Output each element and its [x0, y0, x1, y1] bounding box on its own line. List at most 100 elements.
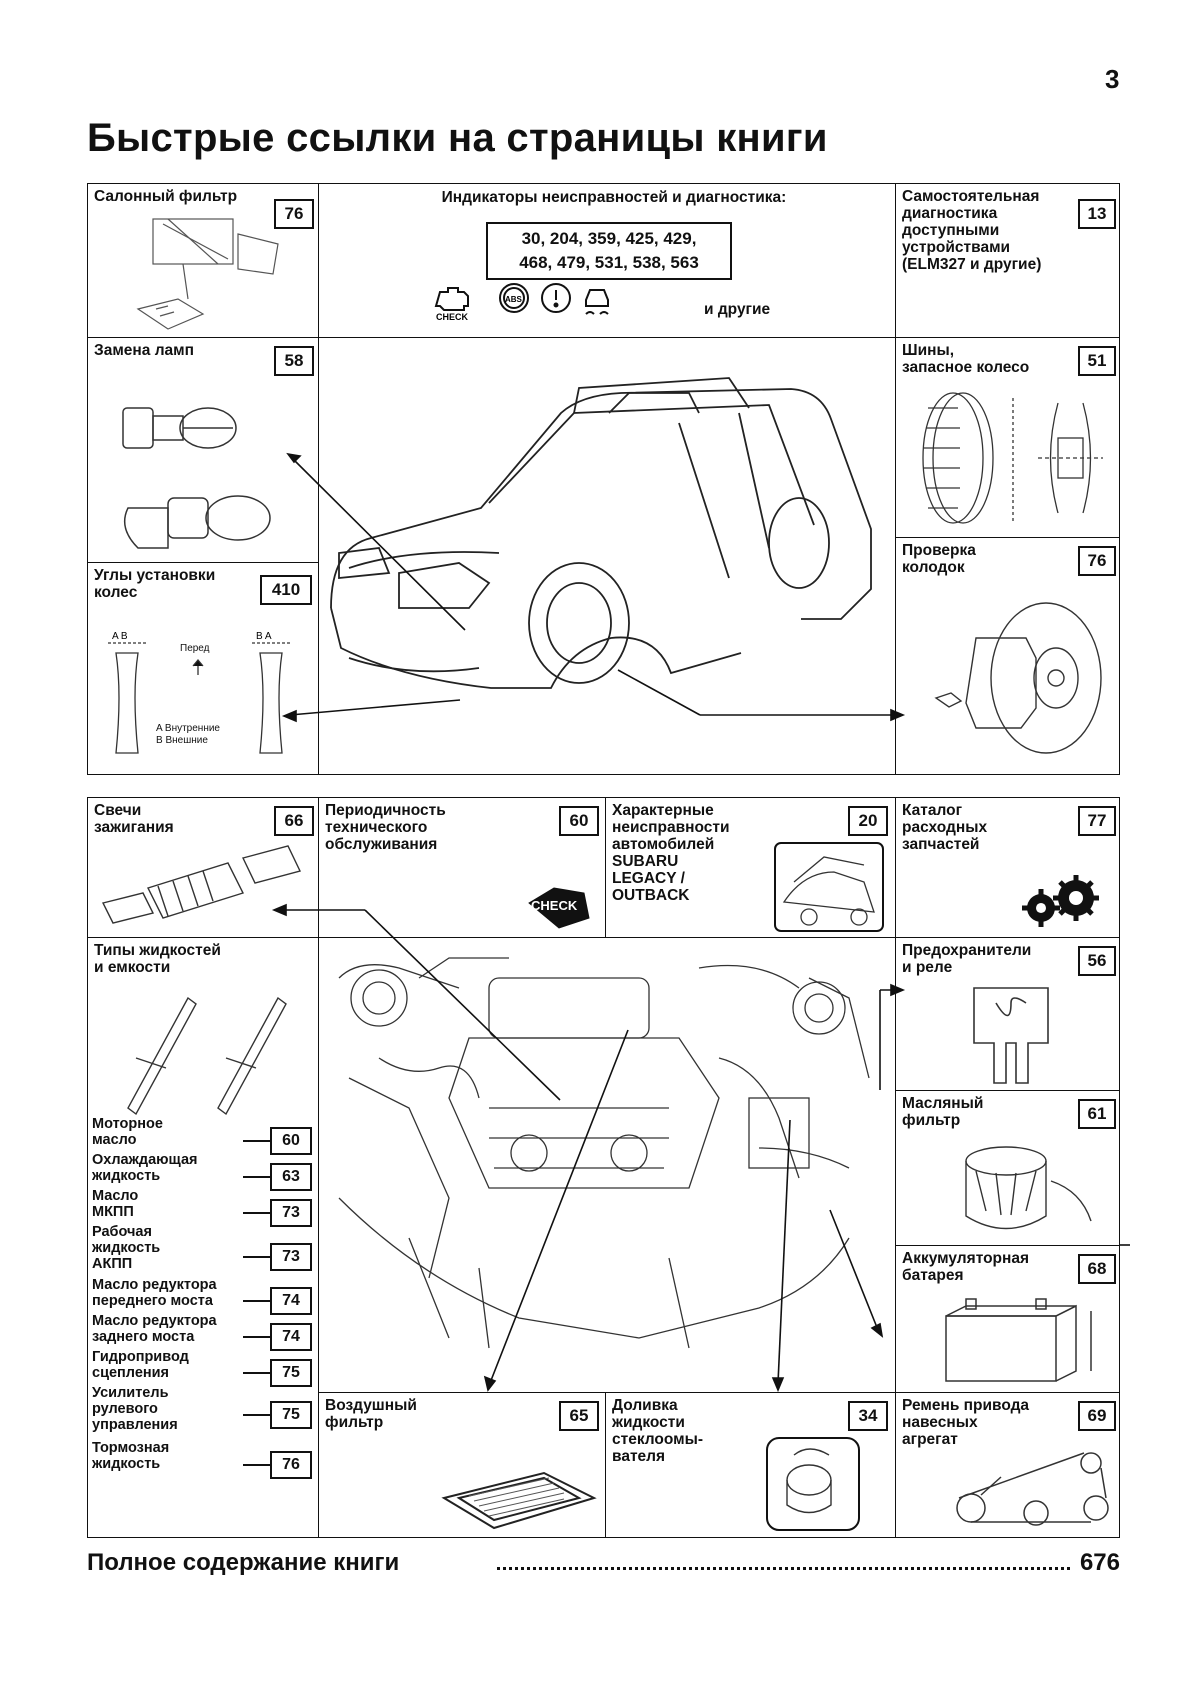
svg-text:CHECK: CHECK: [531, 898, 578, 913]
fluid-page[interactable]: 74: [270, 1323, 312, 1351]
battery-page[interactable]: 68: [1078, 1254, 1116, 1284]
abs-icon: [499, 283, 529, 313]
leader-dash: [243, 1414, 270, 1416]
fluid-page[interactable]: 60: [270, 1127, 312, 1155]
fluid-item: Гидропривод сцепления: [92, 1349, 189, 1381]
fuses-label: Предохранители и реле: [902, 942, 1032, 976]
brake-pads-label: Проверка колодок: [902, 542, 976, 576]
spark-plug-illustration: [101, 845, 301, 924]
fluid-item: Моторное масло: [92, 1116, 163, 1148]
cabin-filter-page[interactable]: 76: [274, 199, 314, 229]
tires-cell[interactable]: Шины, запасное колесо 51: [895, 337, 1120, 538]
fluid-page[interactable]: 73: [270, 1199, 312, 1227]
belt-label: Ремень привода навесных агрегат: [902, 1397, 1030, 1448]
leader-dash: [243, 1336, 270, 1338]
wheel-alignment-label: Углы установки колес: [94, 567, 216, 601]
fluid-page[interactable]: 74: [270, 1287, 312, 1315]
alignment-front-label: Перед: [180, 643, 210, 654]
fluid-item: Масло редуктора переднего моста: [92, 1277, 217, 1309]
fuses-page[interactable]: 56: [1078, 946, 1116, 976]
brake-pads-page[interactable]: 76: [1078, 546, 1116, 576]
fluid-page[interactable]: 63: [270, 1163, 312, 1191]
page-title: Быстрые ссылки на страницы книги: [87, 116, 828, 160]
lamps-page[interactable]: 58: [274, 346, 314, 376]
washer-page[interactable]: 34: [848, 1401, 888, 1431]
indicators-cell[interactable]: Индикаторы неисправностей и диагностика:…: [318, 183, 896, 338]
maintenance-page[interactable]: 60: [559, 806, 599, 836]
leader-dash: [243, 1464, 270, 1466]
fluid-page[interactable]: 76: [270, 1451, 312, 1479]
fuses-cell[interactable]: Предохранители и реле 56: [895, 937, 1120, 1091]
fluid-item: Рабочая жидкость АКПП: [92, 1224, 161, 1272]
air-filter-cell[interactable]: Воздушный фильтр 65: [318, 1392, 606, 1538]
warning-icons: CHECK ABS: [434, 283, 609, 322]
air-filter-label: Воздушный фильтр: [325, 1397, 417, 1431]
parts-catalog-cell[interactable]: Каталог расходных запчастей 77: [895, 797, 1120, 938]
leader-dash: [243, 1372, 270, 1374]
fluid-page[interactable]: 73: [270, 1243, 312, 1271]
dipstick-illustration: [127, 996, 287, 1116]
cabin-filter-cell[interactable]: Салонный фильтр 76: [87, 183, 319, 338]
open-hood-illustration: [774, 842, 884, 932]
page-number: 3: [1105, 64, 1120, 94]
air-filter-illustration: [441, 1471, 597, 1530]
self-diagnostics-page[interactable]: 13: [1078, 199, 1116, 229]
fluid-item: Тормозная жидкость: [92, 1440, 170, 1472]
oil-filter-label: Масляный фильтр: [902, 1095, 984, 1129]
belt-cell[interactable]: Ремень привода навесных агрегат 69: [895, 1392, 1120, 1538]
brake-illustration: [934, 602, 1102, 754]
alignment-diagram: A B B A: [108, 631, 290, 754]
bulb-illustration: [122, 407, 271, 549]
top-leader-lines: [281, 452, 906, 723]
fluids-label: Типы жидкостей и емкости: [94, 942, 221, 976]
engine-bay-illustration: [338, 957, 870, 1349]
parts-catalog-label: Каталог расходных запчастей: [902, 802, 988, 853]
oil-filter-cell[interactable]: Масляный фильтр 61: [895, 1090, 1120, 1246]
indicators-other: и другие: [704, 301, 771, 318]
fluid-page[interactable]: 75: [270, 1401, 312, 1429]
tires-page[interactable]: 51: [1078, 346, 1116, 376]
features-page[interactable]: 20: [848, 806, 888, 836]
spark-plugs-page[interactable]: 66: [274, 806, 314, 836]
spark-plugs-cell[interactable]: Свечи зажигания 66: [87, 797, 319, 938]
battery-label: Аккумуляторная батарея: [902, 1250, 1030, 1284]
tires-label: Шины, запасное колесо: [902, 342, 1030, 376]
washer-cap-illustration: [766, 1437, 860, 1531]
check-icon-text: CHECK: [436, 312, 469, 322]
footer-dots: [497, 1567, 1070, 1570]
leader-dash: [243, 1212, 270, 1214]
engine-icon: [434, 287, 469, 311]
self-diagnostics-cell[interactable]: Самостоятельная диагностика доступными у…: [895, 183, 1120, 338]
alignment-legend: A Внутренние B Внешние: [156, 723, 220, 746]
gears-icon: [1022, 875, 1099, 927]
check-stamp-icon: CHECK: [528, 887, 590, 929]
fluid-item: Масло редуктора заднего моста: [92, 1313, 217, 1345]
oil-filter-page[interactable]: 61: [1078, 1099, 1116, 1129]
fluids-cell[interactable]: Типы жидкостей и емкости: [87, 937, 319, 1538]
footer-label: Полное содержание книги: [87, 1549, 406, 1577]
lamps-label: Замена ламп: [94, 342, 195, 359]
fuse-illustration: [973, 987, 1049, 1084]
leader-dash: [243, 1140, 270, 1142]
air-filter-page[interactable]: 65: [559, 1401, 599, 1431]
fluid-item: Усилитель рулевого управления: [92, 1385, 178, 1433]
indicator-codes[interactable]: 30, 204, 359, 425, 429, 468, 479, 531, 5…: [486, 222, 732, 280]
footer-page: 676: [1075, 1549, 1120, 1577]
wheel-alignment-cell[interactable]: Углы установки колес 410 A B B A Перед A…: [87, 562, 319, 775]
wheel-alignment-page[interactable]: 410: [260, 575, 312, 605]
svg-text:A B: A B: [112, 631, 128, 642]
maintenance-label: Периодичность технического обслуживания: [325, 802, 446, 853]
washer-label: Доливка жидкости стеклоомы- вателя: [612, 1397, 704, 1465]
tire-illustration: [922, 392, 1103, 524]
cabin-filter-label: Салонный фильтр: [94, 188, 238, 205]
traction-icon: [585, 289, 609, 307]
belt-page[interactable]: 69: [1078, 1401, 1116, 1431]
car-illustration: [330, 377, 872, 689]
leader-dash: [243, 1300, 270, 1302]
parts-catalog-page[interactable]: 77: [1078, 806, 1116, 836]
washer-cell[interactable]: Доливка жидкости стеклоомы- вателя 34: [605, 1392, 896, 1538]
fluid-page[interactable]: 75: [270, 1359, 312, 1387]
brake-warning-icon: [541, 283, 571, 313]
belt-illustration: [956, 1452, 1109, 1526]
